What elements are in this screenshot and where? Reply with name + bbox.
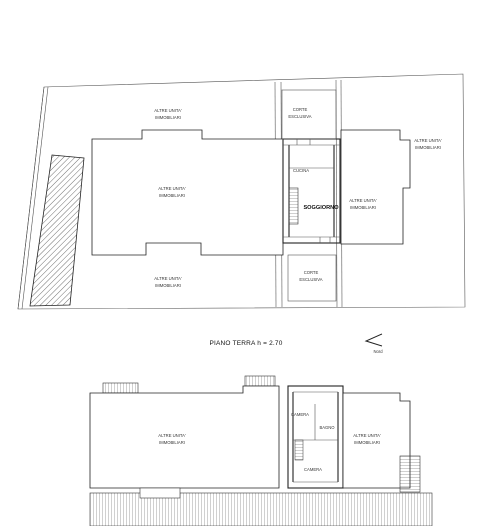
- label-upper-right-unit: ALTRE UNITA' IMMOBILIARI: [353, 433, 381, 445]
- svg-text:IMMOBILIARI: IMMOBILIARI: [155, 283, 181, 288]
- label-soggiorno: SOGGIORNO: [303, 205, 339, 211]
- corte-bottom: [287, 254, 337, 302]
- label-top-left-unit: ALTRE UNITA' IMMOBILIARI: [154, 108, 182, 120]
- roof-strip-right: [244, 375, 276, 387]
- svg-text:ALTRE UNITA': ALTRE UNITA': [353, 433, 381, 438]
- svg-text:IMMOBILIARI: IMMOBILIARI: [415, 145, 441, 150]
- roof-strip-far-right: [399, 455, 421, 493]
- roof-strip-left: [102, 382, 139, 394]
- label-bagno: BAGNO: [319, 425, 335, 430]
- svg-text:ALTRE UNITA': ALTRE UNITA': [414, 138, 442, 143]
- svg-text:ALTRE UNITA': ALTRE UNITA': [349, 198, 377, 203]
- internal-stair: [288, 187, 299, 225]
- svg-text:IMMOBILIARI: IMMOBILIARI: [155, 115, 181, 120]
- label-camera-top: CAMERA: [291, 412, 309, 417]
- svg-text:IMMOBILIARI: IMMOBILIARI: [354, 440, 380, 445]
- svg-text:IMMOBILIARI: IMMOBILIARI: [159, 193, 185, 198]
- label-bottom-left-unit: ALTRE UNITA' IMMOBILIARI: [154, 276, 182, 288]
- svg-text:IMMOBILIARI: IMMOBILIARI: [350, 205, 376, 210]
- upper-apartment: [287, 385, 344, 489]
- svg-text:CORTE: CORTE: [304, 270, 319, 275]
- upper-left-building: [89, 385, 280, 489]
- label-camera-bottom: CAMERA: [304, 467, 322, 472]
- upper-floor-plan: ALTRE UNITA' IMMOBILIARI ALTRE UNITA' IM…: [89, 375, 433, 526]
- center-left-building: [91, 129, 284, 256]
- north-arrow-icon: Nord: [364, 333, 383, 354]
- roof-band-bottom: [89, 492, 433, 526]
- label-right-mid-unit: ALTRE UNITA' IMMOBILIARI: [349, 198, 377, 210]
- label-corte-top: CORTE ESCLUSIVA: [288, 107, 311, 119]
- svg-text:ALTRE UNITA': ALTRE UNITA': [154, 276, 182, 281]
- ground-floor-plan: ALTRE UNITA' IMMOBILIARI ALTRE UNITA' IM…: [17, 73, 466, 354]
- svg-text:ESCLUSIVA: ESCLUSIVA: [299, 277, 322, 282]
- label-center-left-unit: ALTRE UNITA' IMMOBILIARI: [158, 186, 186, 198]
- svg-text:ESCLUSIVA: ESCLUSIVA: [288, 114, 311, 119]
- label-cucina: CUCINA: [293, 168, 309, 173]
- svg-text:ALTRE UNITA': ALTRE UNITA': [154, 108, 182, 113]
- svg-text:Nord: Nord: [373, 349, 383, 354]
- upper-right-building: [342, 392, 411, 489]
- label-upper-left-unit: ALTRE UNITA' IMMOBILIARI: [158, 433, 186, 445]
- label-corte-bottom: CORTE ESCLUSIVA: [299, 270, 322, 282]
- label-right-top-unit: ALTRE UNITA' IMMOBILIARI: [414, 138, 442, 150]
- svg-text:IMMOBILIARI: IMMOBILIARI: [159, 440, 185, 445]
- right-building: [340, 129, 411, 245]
- svg-text:ALTRE UNITA': ALTRE UNITA': [158, 433, 186, 438]
- upper-stair: [294, 439, 304, 461]
- corte-top: [281, 89, 337, 140]
- svg-text:CORTE: CORTE: [293, 107, 308, 112]
- hatched-strip: [29, 154, 85, 307]
- svg-text:ALTRE UNITA': ALTRE UNITA': [158, 186, 186, 191]
- floor-title: PIANO TERRA h = 2.70: [209, 340, 282, 347]
